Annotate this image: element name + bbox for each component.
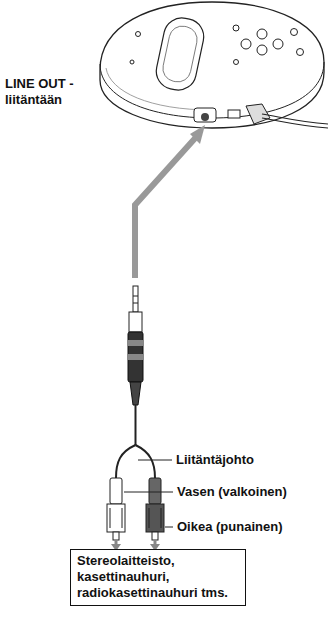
- box-text: Stereolaitteisto, kasettinauhuri, radiok…: [77, 553, 239, 601]
- plug-label: Vasen (valkoinen): [177, 484, 287, 500]
- equipment-box: Stereolaitteisto, kasettinauhuri, radiok…: [70, 549, 246, 606]
- cable-label: Liitäntäjohto: [176, 452, 254, 468]
- plug-label: Oikea (punainen): [177, 519, 282, 535]
- port-label: LINE OUT -liitäntään: [5, 76, 93, 107]
